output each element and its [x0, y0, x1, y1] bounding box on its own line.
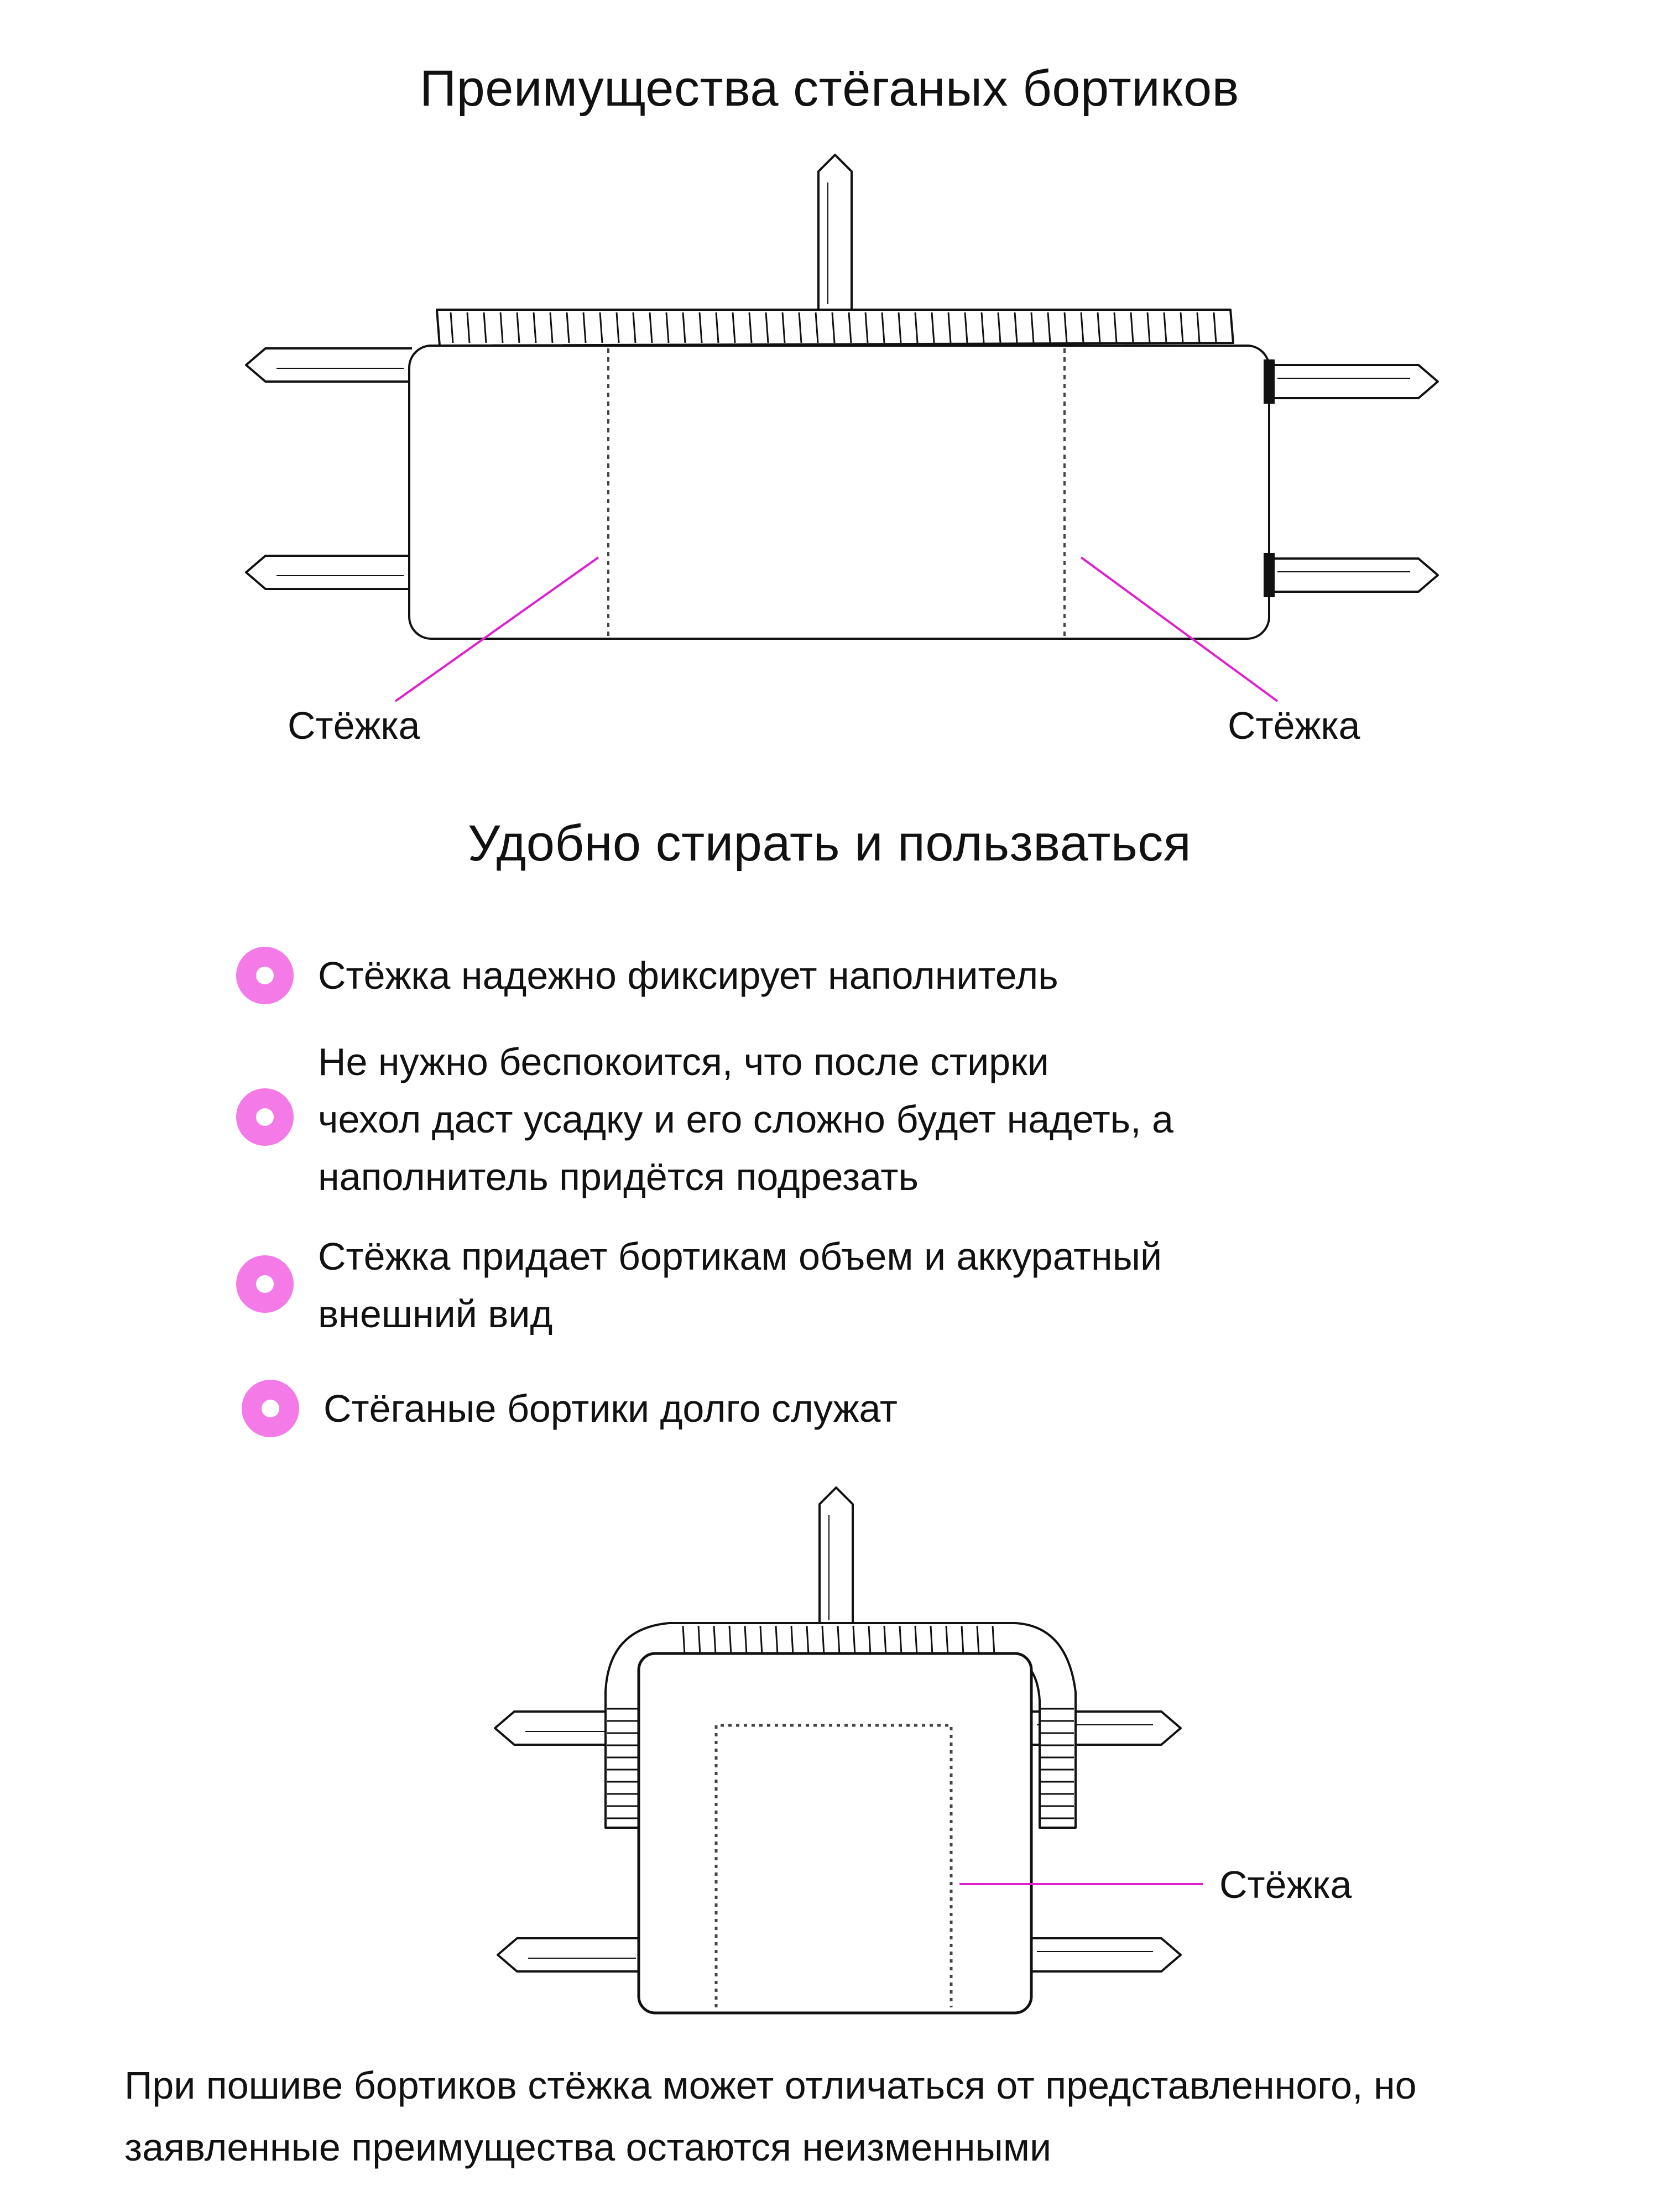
feature-item: Стёганые бортики долго служат [324, 1380, 898, 1437]
stitch-label-bottom: Стёжка [1219, 1863, 1352, 1906]
page-title: Преимущества стёганых бортиков [419, 60, 1239, 117]
bullet-icon [236, 1088, 294, 1146]
footer-line: При пошиве бортиков стёжка может отличат… [124, 2064, 1417, 2107]
stitch-label-right: Стёжка [1228, 704, 1360, 747]
section-subtitle: Удобно стирать и пользваться [467, 815, 1192, 872]
footer-note: При пошиве бортиков стёжка может отличат… [124, 2054, 1618, 2178]
stitch-label-left: Стёжка [288, 704, 420, 747]
bullet-icon [236, 1255, 294, 1313]
feature-item: Стёжка надежно фиксирует наполнитель [318, 947, 1058, 1004]
feature-item: Не нужно беспокоится, что после стирки ч… [318, 1033, 1173, 1206]
feature-line: Стёжка надежно фиксирует наполнитель [318, 954, 1058, 997]
feature-line: Не нужно беспокоится, что после стирки [318, 1040, 1049, 1083]
feature-line: чехол даст усадку и его сложно будет над… [318, 1098, 1173, 1141]
top-bumper-illustration [245, 154, 1439, 702]
feature-item: Стёжка придает бортикам объем и аккуратн… [318, 1228, 1162, 1343]
feature-line: Стёжка придает бортикам объем и аккуратн… [318, 1235, 1162, 1278]
bullet-icon [242, 1380, 299, 1437]
feature-line: внешний вид [318, 1292, 553, 1335]
feature-line: Стёганые бортики долго служат [324, 1387, 898, 1430]
bullet-icon [236, 947, 294, 1004]
footer-line: заявленные преимущества остаются неизмен… [124, 2126, 1052, 2169]
feature-line: наполнитель придётся подрезать [318, 1155, 919, 1198]
